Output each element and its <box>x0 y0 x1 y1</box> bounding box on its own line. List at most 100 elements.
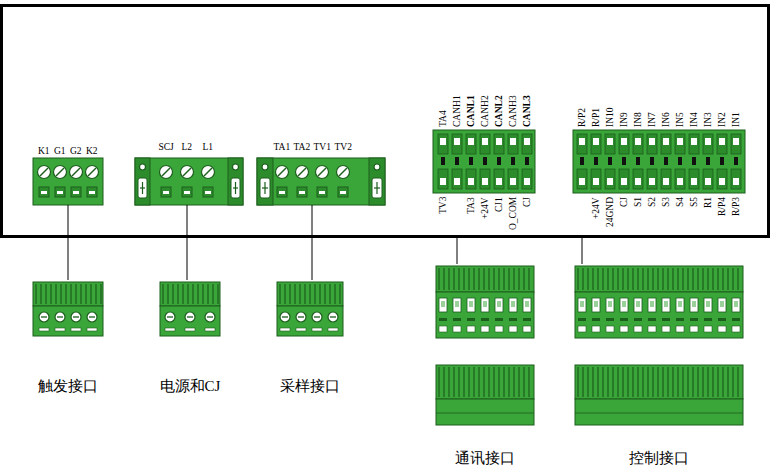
drawing-part <box>689 134 699 154</box>
drawing-stroke <box>632 367 633 397</box>
drawing-stroke <box>374 187 380 188</box>
drawing-part <box>39 328 49 331</box>
drawing-part <box>607 138 613 145</box>
drawing-part <box>622 301 626 307</box>
drawing-part <box>591 134 601 154</box>
pin-label: R/P3 <box>731 197 741 216</box>
pin-label: K2 <box>86 146 98 156</box>
drawing-stroke <box>727 268 728 290</box>
drawing-part <box>438 134 448 154</box>
drawing-stroke <box>687 268 688 290</box>
leader-line <box>187 205 188 280</box>
drawing-stroke <box>334 284 335 304</box>
drawing-part <box>496 178 502 185</box>
terminal-block: TA4CANH1CANL1CANH2CANL2CANH3CANL3TV3TA3+… <box>428 82 540 237</box>
drawing-stroke <box>488 367 489 397</box>
drawing-part <box>55 328 65 331</box>
drawing-part <box>661 169 671 189</box>
drawing-stroke <box>88 168 96 176</box>
drawing-part <box>634 318 642 321</box>
drawing-part <box>439 326 447 332</box>
drawing-stroke <box>204 168 212 176</box>
drawing-part <box>705 138 711 145</box>
drawing-stroke <box>518 367 519 397</box>
drawing-stroke <box>55 284 56 304</box>
drawing-stroke <box>41 316 47 317</box>
drawing-part <box>523 318 531 321</box>
drawing-part <box>678 157 682 165</box>
drawing-part <box>577 134 587 154</box>
drawing-part <box>87 328 97 331</box>
drawing-part <box>480 169 490 189</box>
drawing-part <box>577 169 587 189</box>
drawing-stroke <box>197 284 198 304</box>
drawing-stroke <box>473 367 474 397</box>
drawing-stroke <box>493 268 494 290</box>
drawing-part <box>592 318 600 321</box>
drawing-part <box>691 138 697 145</box>
pin-label: S1 <box>633 197 643 207</box>
drawing-stroke <box>89 316 95 317</box>
pin-label: IN5 <box>675 112 685 127</box>
drawing-part <box>575 292 743 338</box>
drawing-part <box>522 134 532 154</box>
drawing-part <box>593 138 599 145</box>
drawing-part <box>277 187 287 197</box>
drawing-stroke <box>140 187 145 188</box>
screw-symbol <box>280 312 290 322</box>
drawing-stroke <box>682 367 683 397</box>
drawing-stroke <box>73 316 79 317</box>
pin-label: IN6 <box>661 112 671 127</box>
drawing-part <box>511 157 515 165</box>
drawing-part <box>436 365 534 399</box>
drawing-part <box>135 158 243 205</box>
drawing-part <box>621 138 627 145</box>
pin-label: +24V <box>480 197 490 219</box>
drawing-part <box>704 298 712 312</box>
drawing-stroke <box>478 367 479 397</box>
drawing-stroke <box>627 367 628 397</box>
drawing-stroke <box>282 316 288 317</box>
drawing-part <box>649 178 655 185</box>
drawing-part <box>510 138 516 145</box>
drawing-stroke <box>662 367 663 397</box>
drawing-stroke <box>637 268 638 290</box>
drawing-part <box>160 306 220 336</box>
drawing-part <box>718 318 726 321</box>
drawing-part <box>57 191 63 194</box>
drawing-part <box>575 365 743 399</box>
drawing-stroke <box>40 168 48 176</box>
drawing-part <box>481 298 489 312</box>
terminal-block: K1G1G2K2 <box>28 138 108 205</box>
connector-plug: 采样接口 <box>258 280 362 400</box>
drawing-stroke <box>632 268 633 290</box>
drawing-stroke <box>60 284 61 304</box>
drawing-stroke <box>289 284 290 304</box>
drawing-part <box>441 301 445 307</box>
pin-label: IN1 <box>731 112 741 127</box>
drawing-stroke <box>299 284 300 304</box>
drawing-part <box>720 157 724 165</box>
drawing-part <box>453 318 461 321</box>
drawing-part <box>592 326 600 332</box>
drawing-stroke <box>468 367 469 397</box>
pin-label: S4 <box>675 197 685 207</box>
drawing-part <box>606 298 614 312</box>
drawing-stroke <box>702 367 703 397</box>
drawing-stroke <box>503 367 504 397</box>
drawing-stroke <box>304 284 305 304</box>
drawing-part <box>580 157 584 165</box>
drawing-stroke <box>45 284 46 304</box>
drawing-stroke <box>207 316 213 317</box>
drawing-part <box>578 298 586 312</box>
drawing-part <box>678 301 682 307</box>
drawing-part <box>299 191 305 194</box>
drawing-part <box>647 169 657 189</box>
drawing-stroke <box>697 367 698 397</box>
drawing-part <box>439 318 447 321</box>
drawing-stroke <box>707 268 708 290</box>
drawing-part <box>594 301 598 307</box>
drawing-stroke <box>436 413 534 414</box>
drawing-part <box>732 318 740 321</box>
